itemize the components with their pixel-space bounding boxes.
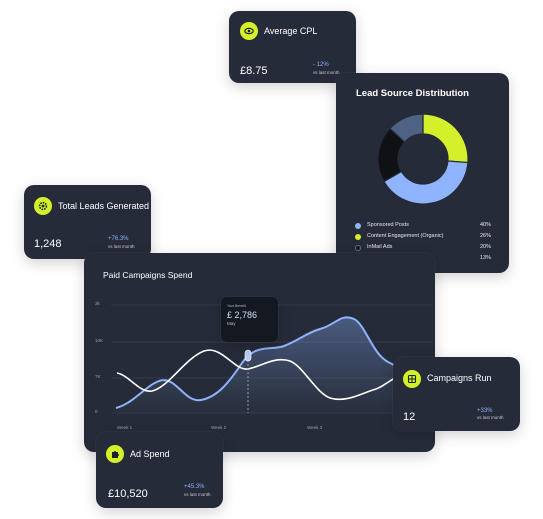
legend-item[interactable]: InMail Ads 20% xyxy=(355,244,491,253)
x-tick-label: Week 1 xyxy=(117,425,133,430)
eye-icon xyxy=(240,22,258,40)
y-tick-label: 7K xyxy=(95,374,101,379)
tooltip-value: £ 2,786 xyxy=(227,310,258,320)
kpi-title: Average CPL xyxy=(264,26,318,36)
donut-slice[interactable] xyxy=(389,113,424,143)
white-series-line xyxy=(116,349,412,401)
kpi-sub: vs last month xyxy=(313,70,340,75)
y-tick-label: 3k xyxy=(95,301,100,306)
kpi-change: - 12% xyxy=(313,62,329,68)
kpi-sub: vs last month xyxy=(477,415,504,420)
grid-icon xyxy=(403,370,421,388)
spend-line-chart xyxy=(111,304,432,414)
y-tick-label: 0 xyxy=(95,409,98,414)
kpi-change: +33% xyxy=(477,408,493,414)
legend-swatch xyxy=(355,223,361,229)
puzzle-icon xyxy=(106,445,124,463)
legend-item[interactable]: Sponsored Posts 40% xyxy=(355,222,491,231)
card-title: Paid Campaigns Spend xyxy=(103,270,193,280)
kpi-value: £10,520 xyxy=(108,488,148,500)
legend-percent: 40% xyxy=(479,222,491,228)
campaigns-run-card[interactable]: Campaigns Run 12 +33% vs last month xyxy=(393,357,520,431)
donut-slice[interactable] xyxy=(383,160,469,205)
kpi-change: +45.3% xyxy=(184,484,205,490)
kpi-value: £8.75 xyxy=(240,65,268,77)
legend-label: Content Engagement (Organic) xyxy=(367,233,444,239)
legend-percent: 20% xyxy=(479,244,491,250)
legend-percent: 26% xyxy=(479,233,491,239)
legend-item[interactable]: Content Engagement (Organic) 26% xyxy=(355,233,491,242)
kpi-change: +76.3% xyxy=(108,236,129,242)
legend-percent: 13% xyxy=(479,255,491,261)
legend-swatch xyxy=(355,234,361,240)
kpi-value: 1,248 xyxy=(34,238,62,250)
kpi-sub: vs last month xyxy=(108,244,135,249)
x-tick-label: Week 2 xyxy=(211,425,227,430)
chart-tooltip: Your Benefit £ 2,786 May xyxy=(221,297,278,342)
lead-source-distribution-card[interactable]: Lead Source Distribution Sponsored Posts… xyxy=(336,73,509,273)
marker-handle xyxy=(244,349,252,362)
total-leads-card[interactable]: Total Leads Generated 1,248 +76.3% vs la… xyxy=(24,185,151,259)
card-title: Lead Source Distribution xyxy=(356,88,469,99)
paid-campaigns-spend-card[interactable]: Paid Campaigns Spend 3k 10K 7K 0 Week 1 … xyxy=(84,253,435,452)
kpi-title: Total Leads Generated xyxy=(58,201,150,211)
tooltip-month: May xyxy=(227,321,236,326)
x-tick-label: Week 3 xyxy=(307,425,323,430)
kpi-value: 12 xyxy=(403,411,416,423)
blue-series-area xyxy=(116,317,411,413)
y-tick-label: 10K xyxy=(95,338,104,343)
kpi-title: Ad Spend xyxy=(130,449,170,459)
kpi-sub: vs last month xyxy=(184,492,211,497)
legend-label: InMail Ads xyxy=(367,244,393,250)
donut-slice[interactable] xyxy=(422,113,469,164)
tooltip-caption: Your Benefit xyxy=(227,304,246,308)
average-cpl-card[interactable]: Average CPL £8.75 - 12% vs last month xyxy=(229,11,356,83)
ad-spend-card[interactable]: Ad Spend £10,520 +45.3% vs last month xyxy=(96,432,223,508)
donut-chart xyxy=(377,113,469,205)
kpi-title: Campaigns Run xyxy=(427,373,492,383)
legend-label: Sponsored Posts xyxy=(367,222,409,228)
blue-series-line xyxy=(115,316,412,409)
legend-swatch xyxy=(355,245,361,251)
gear-icon xyxy=(34,197,52,215)
